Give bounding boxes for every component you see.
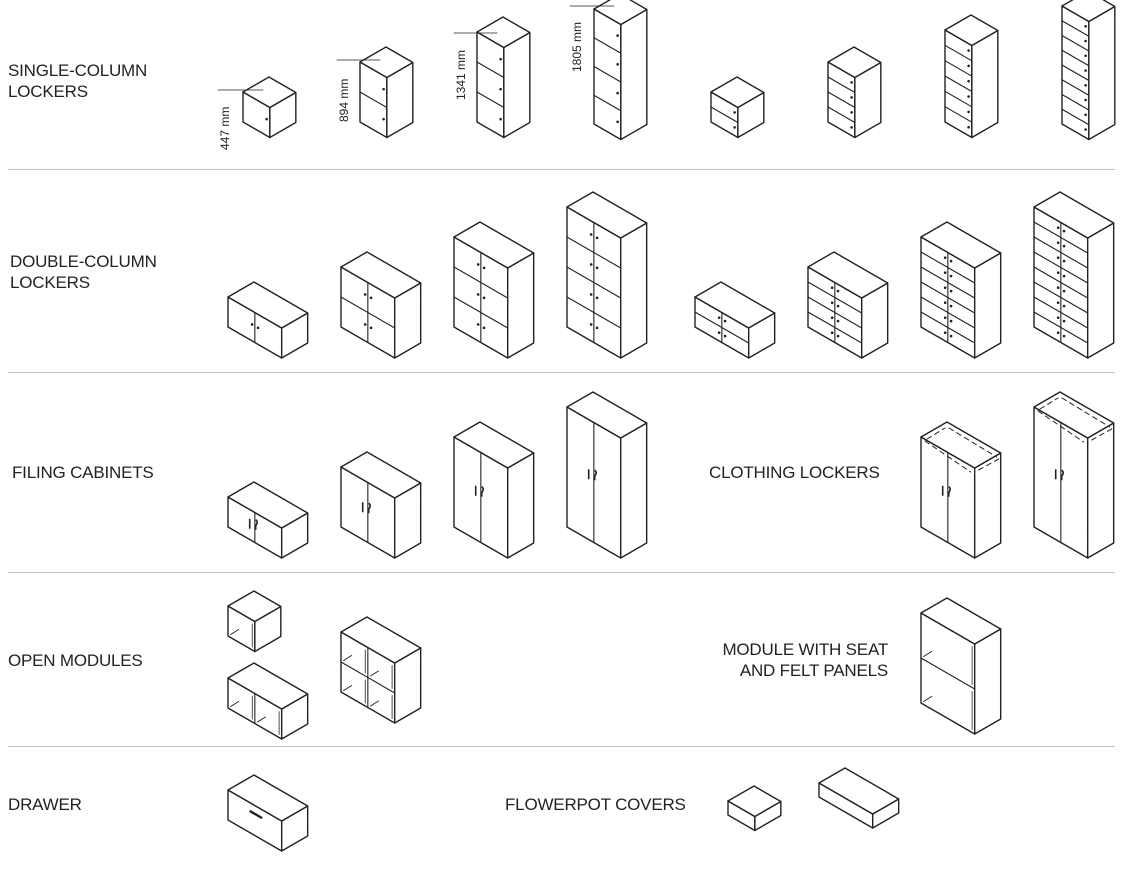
single-locker-1: [242, 76, 297, 139]
flowerpot-cover-large: [818, 767, 900, 829]
label-line: SINGLE-COLUMN: [8, 61, 148, 80]
single-locker-5: [710, 76, 765, 139]
label-clothing-lockers: CLOTHING LOCKERS: [709, 462, 880, 483]
label-line: DOUBLE-COLUMN: [10, 252, 157, 271]
label-line: LOCKERS: [8, 82, 88, 101]
label-line: LOCKERS: [10, 273, 90, 292]
double-locker-7: [920, 221, 1002, 359]
label-module-with-seat: MODULE WITH SEAT AND FELT PANELS: [690, 639, 888, 681]
label-single-column-lockers: SINGLE-COLUMN LOCKERS: [8, 60, 147, 102]
filing-cabinet-2: [340, 451, 422, 559]
label-filing-cabinets: FILING CABINETS: [12, 462, 154, 483]
double-locker-6: [807, 251, 889, 359]
row-divider: [8, 746, 1115, 747]
label-flowerpot-covers: FLOWERPOT COVERS: [505, 794, 686, 815]
single-locker-6: [827, 46, 882, 139]
drawer-unit: [227, 774, 309, 852]
open-module-small: [227, 590, 282, 653]
row-divider: [8, 572, 1115, 573]
label-line: AND FELT PANELS: [739, 661, 888, 680]
flowerpot-cover-small: [727, 785, 782, 832]
double-locker-1: [227, 281, 309, 359]
single-locker-4: [593, 0, 648, 141]
clothing-locker-1: [920, 421, 1002, 559]
label-double-column-lockers: DOUBLE-COLUMN LOCKERS: [10, 251, 157, 293]
single-locker-8: [1061, 0, 1116, 141]
label-drawer: DRAWER: [8, 794, 82, 815]
filing-cabinet-1: [227, 481, 309, 559]
single-locker-2: [359, 46, 414, 139]
open-module-square: [340, 616, 422, 724]
label-line: DRAWER: [8, 795, 82, 814]
double-locker-4: [566, 191, 648, 359]
double-locker-3: [453, 221, 535, 359]
filing-cabinet-4: [566, 391, 648, 559]
label-line: MODULE WITH SEAT: [722, 640, 888, 659]
double-locker-5: [694, 281, 776, 359]
row-divider: [8, 169, 1115, 170]
label-line: FLOWERPOT COVERS: [505, 795, 686, 814]
seat-module: [920, 597, 1002, 735]
single-locker-3: [476, 16, 531, 139]
single-locker-7: [944, 14, 999, 139]
double-locker-8: [1033, 191, 1115, 359]
open-module-wide: [227, 662, 309, 740]
label-line: OPEN MODULES: [8, 651, 143, 670]
filing-cabinet-3: [453, 421, 535, 559]
label-open-modules: OPEN MODULES: [8, 650, 143, 671]
clothing-locker-2: [1033, 391, 1115, 559]
double-locker-2: [340, 251, 422, 359]
label-line: CLOTHING LOCKERS: [709, 463, 880, 482]
label-line: FILING CABINETS: [12, 463, 154, 482]
row-divider: [8, 372, 1115, 373]
